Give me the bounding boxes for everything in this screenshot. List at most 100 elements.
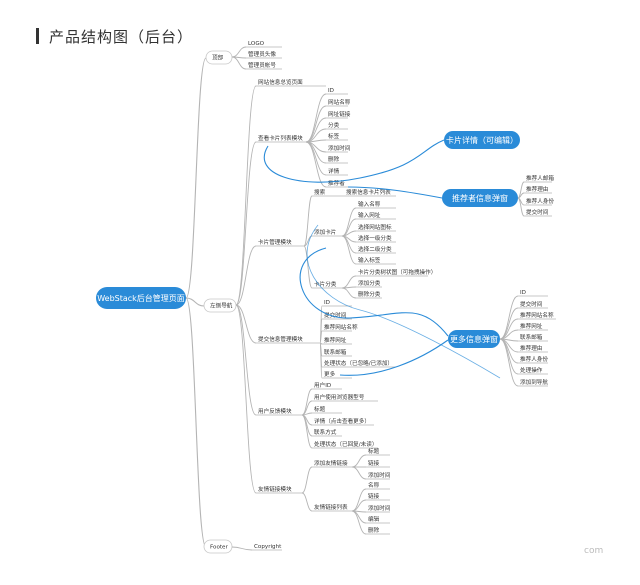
connector-line — [235, 141, 257, 306]
connector-line — [499, 338, 519, 375]
submit-item: 联系邮箱 — [324, 348, 347, 356]
link-recommender-arrow — [347, 186, 443, 199]
more-info-popup-label: 更多信息弹窗 — [450, 334, 498, 344]
connector-line — [231, 546, 253, 551]
link-list-item: 删除 — [368, 526, 380, 534]
connector-line — [185, 297, 207, 548]
connector-line — [301, 414, 313, 449]
link-list-item: 链接 — [368, 492, 380, 500]
feedback-item: 详情（点击查看更多） — [314, 417, 370, 425]
connector-line — [235, 304, 257, 416]
more-info-item: 推荐理由 — [520, 344, 542, 352]
card-detail-popup-label: 卡片详情（可编辑） — [446, 135, 518, 145]
add-card-item: 选择一级分类 — [358, 234, 392, 242]
add-card-item: 选择二级分类 — [358, 245, 392, 253]
link-tree-arrow — [306, 224, 501, 379]
submit-item: ID — [324, 300, 330, 306]
card-list-field: 推荐者 — [328, 179, 345, 187]
feedback-item: 用户使用浏览器型号 — [314, 393, 365, 401]
connector-line — [301, 492, 313, 512]
link-more-arrow-a — [299, 247, 449, 337]
card-list-field: 添加时间 — [328, 144, 351, 152]
more-info-item: 联系邮箱 — [520, 333, 543, 341]
connector-line — [351, 454, 367, 468]
more-info-item: 推荐网站名称 — [520, 311, 554, 319]
link-list-item: 名称 — [368, 481, 380, 489]
more-info-item: 添加到导航 — [520, 378, 548, 386]
connector-line — [351, 510, 367, 535]
connector-line — [499, 338, 519, 387]
footer-node-label: Footer — [210, 545, 228, 551]
card-list-field: ID — [328, 88, 334, 94]
link-detail-arrow — [263, 139, 445, 183]
connector-line — [341, 235, 357, 265]
more-info-item: 提交时间 — [520, 300, 543, 308]
card-category-item: 添加分类 — [358, 279, 381, 287]
connector-line — [351, 499, 367, 512]
recommender-item: 推荐理由 — [526, 185, 548, 193]
card-list-field: 网址链接 — [328, 110, 351, 118]
connector-line — [341, 287, 357, 299]
card-category-item: 删除分类 — [358, 290, 381, 298]
connector-line — [235, 304, 257, 344]
nav-node — [203, 298, 237, 313]
submit-item: 更多 — [324, 370, 336, 378]
header-node-label: 顶部 — [212, 54, 224, 62]
header-item: 管理员帐号 — [248, 61, 276, 69]
connector-line — [235, 85, 257, 306]
feedback-item: 标题 — [314, 405, 326, 413]
overview-item: 网站信息总览页面 — [258, 78, 303, 86]
title-marker — [36, 28, 39, 44]
submit-item: 推荐网址 — [324, 336, 347, 344]
footer-copyright: Copyright — [254, 544, 282, 550]
card-list-field: 分类 — [328, 121, 340, 129]
header-node — [205, 50, 233, 65]
card-search: 搜索 — [314, 188, 326, 196]
recommender-popup-label: 推荐者信息弹窗 — [452, 193, 508, 203]
connector-line — [319, 342, 323, 379]
add-link-item: 添加时间 — [368, 471, 391, 479]
more-info-item: 推荐网址 — [520, 322, 543, 330]
connector-line — [235, 304, 257, 494]
card-manage-module: 卡片管理模块 — [258, 238, 292, 246]
connector-line — [231, 46, 247, 58]
add-link-item: 链接 — [368, 459, 380, 467]
link-list-item: 编辑 — [368, 515, 380, 523]
connector-line — [231, 56, 247, 70]
link-more-arrow-b — [339, 339, 449, 376]
card-list-module: 查看卡片列表模块 — [258, 134, 303, 142]
more-info-item: 推荐人身份 — [520, 355, 548, 363]
recommender-popup — [442, 189, 518, 207]
connector-line — [499, 295, 519, 340]
submit-item: 处理状态（已忽略/已添加） — [324, 359, 393, 367]
card-list-field: 详情 — [328, 167, 340, 175]
add-link-node: 添加友情链接 — [314, 459, 348, 467]
connector-line — [341, 207, 357, 237]
add-card-item: 输入标签 — [358, 256, 381, 264]
footer-node — [203, 539, 233, 554]
recommender-item: 推荐人邮箱 — [526, 174, 554, 182]
link-list-node: 友情链接列表 — [314, 503, 348, 511]
root-node — [96, 287, 186, 309]
card-list-field: 删除 — [328, 155, 340, 163]
card-list-field: 标签 — [328, 132, 340, 140]
connector-line — [305, 141, 327, 188]
connector-line — [303, 245, 313, 289]
card-category-node: 卡片分类 — [314, 280, 337, 288]
more-info-item: ID — [520, 290, 526, 296]
submit-manage-module: 提交信息管理模块 — [258, 335, 303, 343]
connector-line — [341, 275, 357, 289]
header-item: 管理员头像 — [248, 50, 276, 58]
feedback-item: 联系方式 — [314, 428, 337, 436]
page-title: 产品结构图（后台） — [36, 27, 193, 46]
connector-line — [517, 197, 525, 217]
connector-line — [351, 466, 367, 480]
add-card-item: 输入名称 — [358, 200, 381, 208]
connector-line — [235, 245, 257, 306]
friend-links-module: 友情链接模块 — [258, 485, 292, 493]
connector-line — [351, 488, 367, 512]
recommender-item: 推荐人身份 — [526, 197, 554, 205]
connector-line — [185, 297, 205, 307]
more-info-item: 处理操作 — [520, 366, 543, 374]
